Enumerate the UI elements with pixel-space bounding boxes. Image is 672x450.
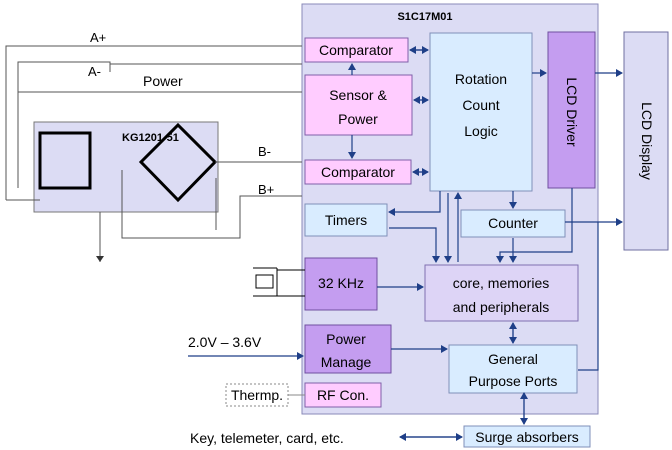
comparator-bottom-label: Comparator — [321, 164, 395, 180]
temp-label: Thermp. — [231, 387, 283, 403]
sensor-power-label-2: Power — [338, 111, 378, 127]
general-ports-block — [448, 344, 578, 394]
clock-label: 32 KHz — [318, 275, 364, 291]
sensor-diamond-icon — [138, 122, 218, 203]
chip-title: S1C17M01 — [397, 11, 452, 23]
clock-block — [304, 257, 378, 311]
signal-b-plus: B+ — [258, 182, 274, 197]
signal-a-plus: A+ — [90, 30, 106, 45]
signal-b-minus: B- — [258, 144, 271, 159]
rotation-logic-label-3: Logic — [464, 123, 497, 139]
counter-label: Counter — [488, 215, 538, 231]
crystal-icon — [253, 267, 305, 297]
signal-arrows — [188, 46, 623, 441]
power-manage-label-1: Power — [326, 331, 366, 347]
power-manage-label-2: Manage — [321, 354, 372, 370]
external-devices-label: Key, telemeter, card, etc. — [190, 430, 344, 446]
surge-block — [463, 425, 591, 448]
lcd-display-label: LCD Display — [639, 102, 655, 180]
voltage-label: 2.0V – 3.6V — [188, 334, 262, 350]
sensor-title: KG1201-51 — [122, 132, 179, 144]
lcd-display-block — [623, 31, 669, 251]
sensor-module — [33, 121, 219, 213]
comparator-top-block — [304, 37, 409, 63]
lcd-driver-block — [547, 31, 596, 189]
general-ports-label-2: Purpose Ports — [469, 373, 558, 389]
rotation-logic-label-2: Count — [462, 97, 499, 113]
rotation-logic-block — [429, 32, 533, 192]
surge-label: Surge absorbers — [475, 429, 579, 445]
timers-label: Timers — [325, 212, 367, 228]
rotation-logic-label-1: Rotation — [455, 71, 507, 87]
timers-block — [304, 203, 388, 237]
signal-a-minus: A- — [88, 64, 101, 79]
sensor-power-block — [304, 74, 413, 136]
core-label-2: and peripherals — [453, 299, 550, 315]
rf-con-label: RF Con. — [317, 387, 369, 403]
rf-con-block — [304, 382, 382, 408]
sensor-wires — [5, 45, 302, 262]
counter-block — [460, 209, 566, 238]
general-ports-label-1: General — [488, 351, 538, 367]
core-label-1: core, memories — [453, 275, 549, 291]
comparator-top-label: Comparator — [319, 42, 393, 58]
sensor-power-label-1: Sensor & — [329, 87, 387, 103]
signal-power: Power — [143, 73, 183, 89]
comparator-bottom-block — [304, 159, 412, 185]
sensor-square-icon — [38, 131, 92, 190]
lcd-driver-label: LCD Driver — [564, 77, 580, 147]
core-block — [424, 264, 579, 322]
